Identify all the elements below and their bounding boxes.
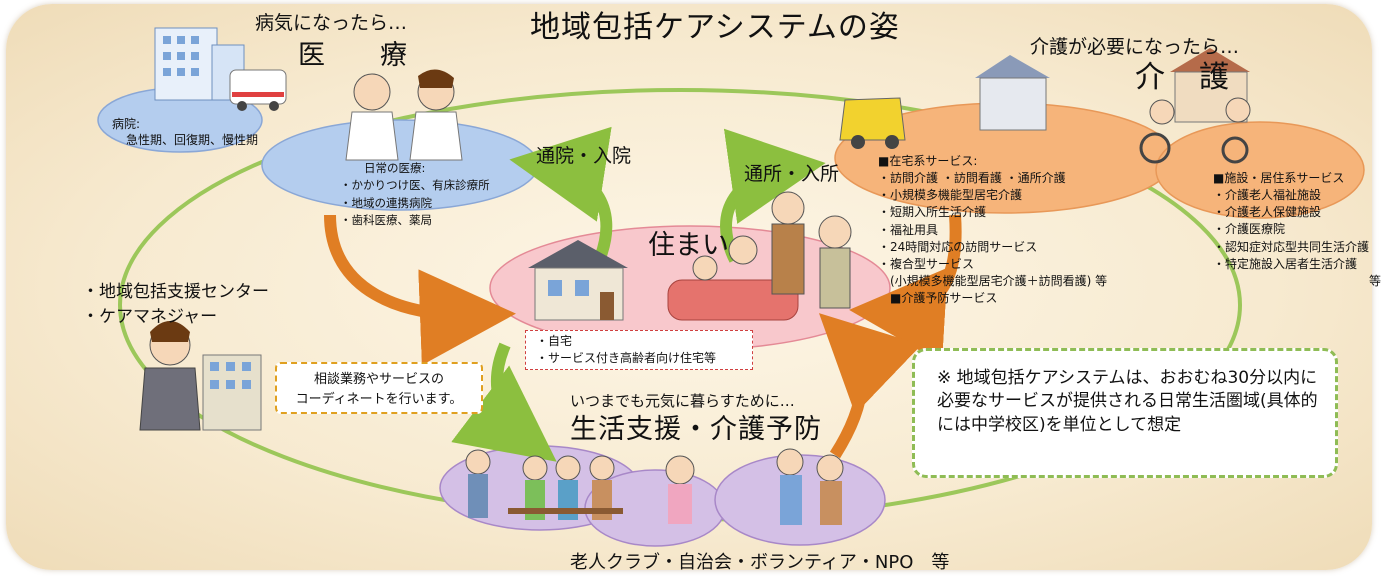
daily-medical-line: ・かかりつけ医、有床診療所 xyxy=(340,178,490,193)
home-service-line: ・複合型サービス xyxy=(878,256,975,271)
home-service-line: (小規模多機能型居宅介護＋訪問看護) 等 xyxy=(878,274,1108,289)
home-service-line: ・短期入所生活介護 xyxy=(878,205,987,220)
support-center-line: ・地域包括支援センター xyxy=(82,282,269,302)
arrow-home-to-medical xyxy=(509,126,613,261)
hospital-line: 病院: xyxy=(112,117,141,131)
care-flow-label: 通所・入所 xyxy=(744,163,840,185)
facility-service-line: ■施設・居住系サービス xyxy=(1213,171,1345,185)
diagram-title: 地域包括ケアシステムの姿 xyxy=(530,10,900,45)
housing-heading: 住まい xyxy=(648,230,729,261)
home-services-list: ■在宅系サービス: ・訪問介護 ・訪問看護 ・通所介護 ・小規模多機能型居宅介護… xyxy=(878,153,1107,307)
facility-service-line: ・介護老人福祉施設 xyxy=(1213,188,1322,203)
consultation-box: 相談業務やサービスの コーディネートを行います。 xyxy=(275,362,483,414)
facility-service-line: ・認知症対応型共同生活介護 xyxy=(1213,239,1370,254)
care-manager-illustration xyxy=(139,321,262,431)
daily-medical-line: ・歯科医療、薬局 xyxy=(340,212,432,227)
family-illustration xyxy=(667,191,852,321)
home-service-line: ■介護予防サービス xyxy=(878,291,998,306)
arrow-home-to-care xyxy=(720,128,826,263)
care-subtitle: 介護が必要になったら… xyxy=(1030,36,1240,58)
daily-medical-line: ・地域の連携病院 xyxy=(340,195,432,210)
facility-service-line: ・介護医療院 xyxy=(1213,222,1286,237)
support-center-label: ・地域包括支援センター ・ケアマネジャー xyxy=(82,280,269,329)
hospital-label: 病院: 急性期、回復期、慢性期 xyxy=(112,116,258,148)
home-illustration xyxy=(528,240,628,321)
community-groups-label: 老人クラブ・自治会・ボランティア・NPO 等 xyxy=(570,552,950,573)
facility-service-line: ・介護老人保健施設 xyxy=(1213,205,1322,220)
hospital-building-illustration xyxy=(154,27,287,111)
home-service-line: ・24時間対応の訪問サービス xyxy=(878,239,1038,254)
consultation-line: コーディネートを行います。 xyxy=(295,391,463,407)
daily-medical-list: 日常の医療: ・かかりつけ医、有床診療所 ・地域の連携病院 ・歯科医療、薬局 xyxy=(340,160,490,229)
wheelchair-illustration xyxy=(1139,97,1251,164)
facility-service-line: 等 xyxy=(1213,273,1381,288)
medical-subtitle: 病気になったら… xyxy=(255,12,408,34)
care-van-illustration xyxy=(839,97,906,149)
consultation-line: 相談業務やサービスの xyxy=(313,372,444,387)
home-service-line: ■在宅系サービス: xyxy=(878,154,978,168)
facility-services-list: ■施設・居住系サービス ・介護老人福祉施設 ・介護老人保健施設 ・介護医療院 ・… xyxy=(1213,170,1381,290)
life-subtitle: いつまでも元気に暮らすために… xyxy=(570,392,795,410)
housing-item: ・サービス付き高齢者向け住宅等 xyxy=(536,351,717,366)
arrow-home-to-life xyxy=(451,342,557,462)
care-heading: 介護 xyxy=(1135,60,1263,95)
medical-heading: 医 療 xyxy=(298,40,421,71)
elderly-group-illustration xyxy=(465,448,844,525)
life-heading: 生活支援・介護予防 xyxy=(570,414,822,445)
housing-list: ・自宅 ・サービス付き高齢者向け住宅等 xyxy=(525,330,753,370)
facility-service-line: ・特定施設入居者生活介護 xyxy=(1213,256,1358,271)
note-box: ※ 地域包括ケアシステムは、おおむね30分以内に必要なサービスが提供される日常生… xyxy=(912,348,1338,478)
home-service-line: ・福祉用具 xyxy=(878,222,939,237)
facility-ellipse xyxy=(1155,121,1365,219)
arrow-life-to-home xyxy=(819,313,922,459)
home-service-line: ・小規模多機能型居宅介護 xyxy=(878,188,1023,203)
daily-medical-line: 日常の医療: xyxy=(364,161,426,175)
hospital-line: 急性期、回復期、慢性期 xyxy=(126,133,259,148)
doctors-illustration xyxy=(345,69,463,161)
arrow-medical-to-home xyxy=(324,214,516,366)
home-service-line: ・訪問介護 ・訪問看護 ・通所介護 xyxy=(878,171,1066,186)
hospital-flow-label: 通院・入院 xyxy=(536,145,632,167)
arrow-care-to-home xyxy=(849,214,962,364)
housing-item: ・自宅 xyxy=(536,334,573,348)
support-center-line: ・ケアマネジャー xyxy=(82,306,218,327)
